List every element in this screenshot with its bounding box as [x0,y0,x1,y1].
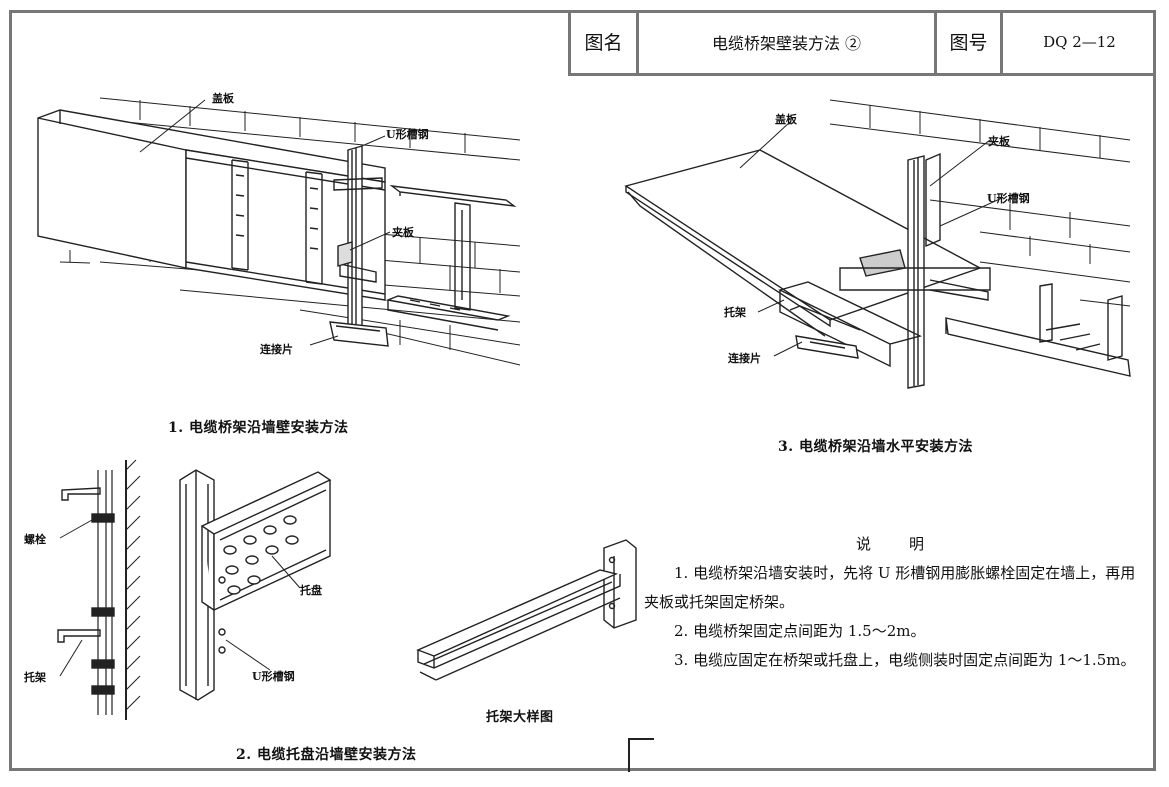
fig3-label-cover: 盖板 [775,113,797,126]
drawing-number-value: DQ 2—12 [1043,32,1116,51]
drawing-number-label: 图号 [937,10,1003,73]
fig3-label-u-channel: U形槽钢 [987,192,1030,205]
fig3-caption: 3. 电缆桥架沿墙水平安装方法 [778,439,973,455]
fig1-label-connector: 连接片 [260,343,293,356]
title-block: 图名 电缆桥架壁装方法 ② 图号 DQ 2—12 [568,10,1156,76]
sheet-frame [9,10,1156,771]
corner-mark [628,738,654,772]
figure3-u-channel [907,155,925,389]
fig1-caption: 1. 电缆桥架沿墙壁安装方法 [168,420,349,436]
figure2-bracket-lower [57,629,101,643]
bracket-detail-illustration [416,539,637,681]
drawing-name-value: 电缆桥架壁装方法 ② [639,10,937,73]
figure2-tray [200,471,332,612]
fig2-label-bracket: 托架 [24,671,46,684]
figure2-illustration [57,459,332,720]
figure3-bracket [789,305,861,331]
fig2-label-tray: 托盘 [300,584,322,597]
notes-title: 说明 [855,535,962,553]
fig2-label-u-channel: U形槽钢 [252,670,295,683]
fig3-label-bracket: 托架 [724,306,746,319]
figure1-illustration [37,97,521,366]
figure3-brick-wall [829,99,1131,307]
figure1-u-channel [347,145,363,335]
figure1-connector [329,321,389,347]
fig1-label-u-channel: U形槽钢 [386,128,429,141]
fig2-label-bolt: 螺栓 [24,533,46,546]
figure1-tray-body [185,149,386,301]
fig3-label-connector: 连接片 [728,352,761,365]
drawing-name-label: 图名 [571,10,639,73]
bracket-detail-caption: 托架大样图 [486,710,554,725]
figure1-clamp [337,241,353,267]
fig3-label-clamp: 夹板 [988,135,1010,148]
fig1-label-clamp: 夹板 [392,226,414,239]
figure3-illustration [624,99,1131,389]
note-item-3: 3. 电缆应固定在桥架或托盘上，电缆侧装时固定点间距为 1～1.5m。 [674,651,1136,669]
figure2-bracket-upper [61,487,101,501]
note-item-1: 1. 电缆桥架沿墙安装时，先将 U 形槽钢用膨胀螺栓固定在墙上，再用夹板或托架固… [644,564,1136,611]
fig2-caption: 2. 电缆托盘沿墙壁安装方法 [236,747,417,763]
notes-section: 说明 1. 电缆桥架沿墙安装时，先将 U 形槽钢用膨胀螺栓固定在墙上，再用夹板或… [644,530,1138,675]
note-item-2: 2. 电缆桥架固定点间距为 1.5～2m。 [674,622,926,640]
figure3-connector [795,335,859,359]
figure3-cover-plate [624,149,982,321]
fig1-label-cover: 盖板 [212,92,234,105]
figure2-bolts [91,513,115,695]
